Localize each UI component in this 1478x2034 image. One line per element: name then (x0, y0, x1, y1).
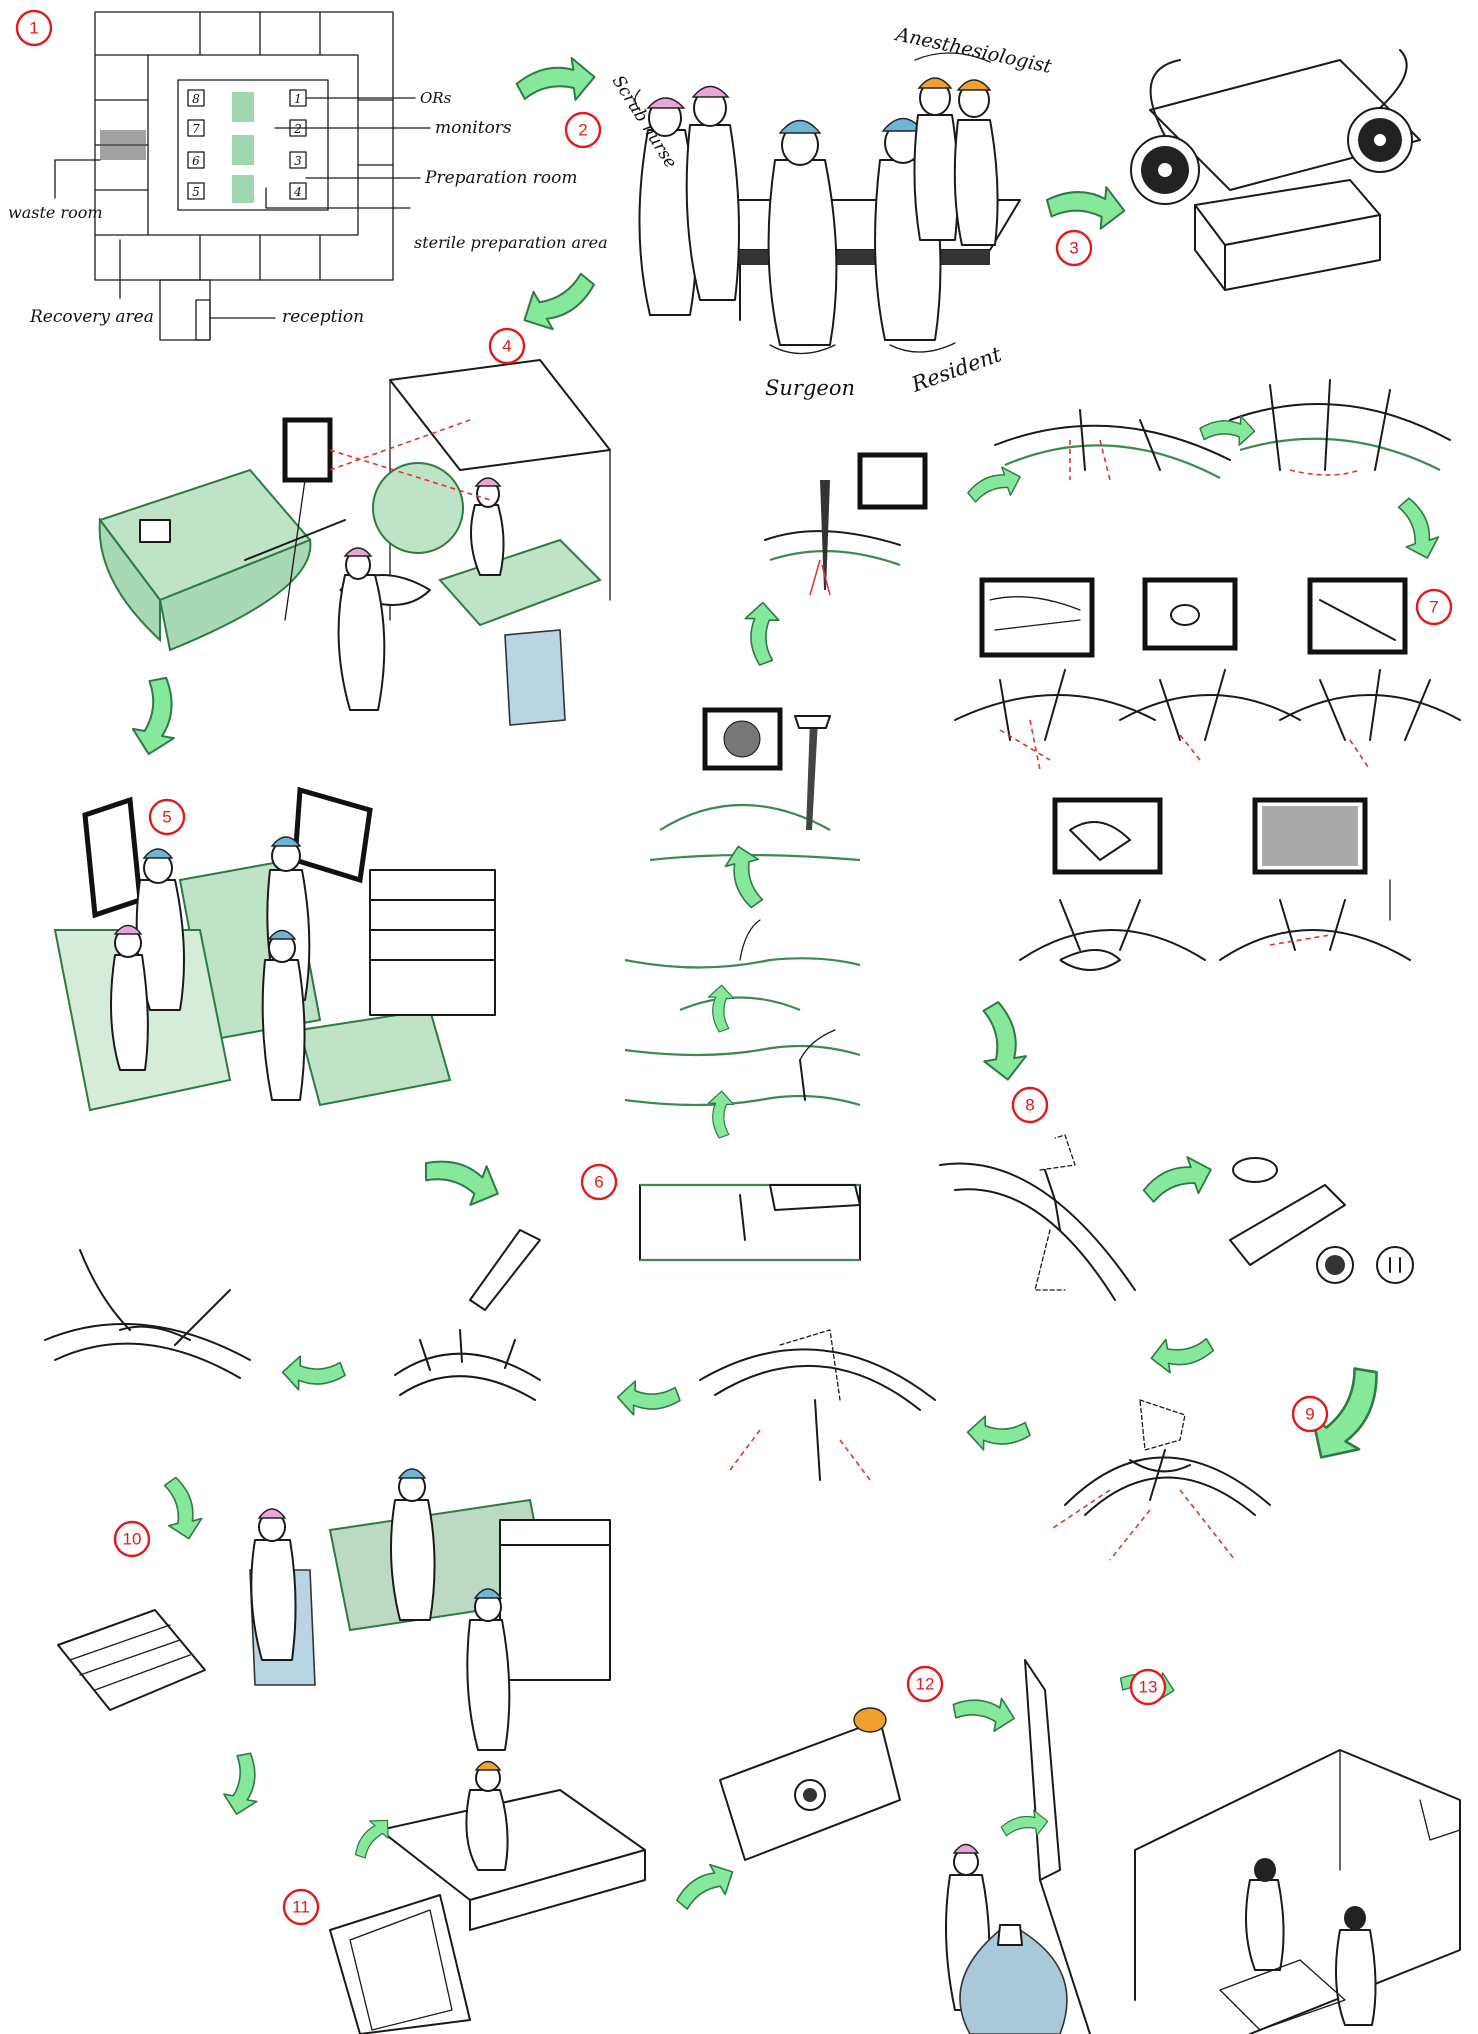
label-reception: reception (282, 307, 364, 327)
step-marker-2: 2 (564, 111, 602, 149)
label-anesthesiologist: Anesthesiologist (892, 23, 1054, 78)
flow-arrow-icon (128, 672, 185, 759)
step-markers: 1 2 3 4 5 6 7 8 9 10 11 12 13 (15, 9, 1453, 1926)
svg-text:4: 4 (502, 337, 511, 356)
label-ors: ORs (420, 89, 452, 107)
draping-sketch (53, 786, 496, 1112)
label-resident: Resident (908, 342, 1006, 397)
step-marker-10: 10 (113, 1520, 151, 1558)
step-marker-4: 4 (488, 327, 526, 365)
flow-arrow-icon (513, 262, 604, 341)
flow-arrow-icon (707, 984, 735, 1033)
label-sterile-area: sterile preparation area (414, 233, 608, 252)
svg-text:11: 11 (292, 1898, 310, 1917)
step-marker-8: 8 (1011, 1086, 1049, 1124)
flow-arrow-icon (416, 1145, 507, 1214)
flow-arrow-icon (616, 1380, 681, 1416)
flow-arrow-icon (156, 1472, 207, 1544)
step-marker-7: 7 (1415, 588, 1453, 626)
label-monitors: monitors (435, 118, 512, 138)
step-marker-1: 1 (15, 9, 53, 47)
trocar-extraction-sketch (699, 1329, 1271, 1561)
closure-sketch (44, 1229, 611, 1751)
surgeon-figure (767, 119, 838, 346)
step-marker-9: 9 (1291, 1395, 1329, 1433)
flow-arrow-icon (707, 1090, 735, 1139)
label-preparation-room: Preparation room (424, 168, 577, 188)
flow-arrow-icon (973, 997, 1031, 1085)
step-marker-13: 13 (1129, 1668, 1167, 1706)
svg-text:12: 12 (916, 1675, 935, 1694)
room-number: 6 (192, 154, 200, 168)
flow-arrow-icon (744, 601, 780, 666)
svg-text:13: 13 (1139, 1678, 1158, 1697)
room-number: 1 (294, 92, 302, 106)
room-number: 8 (192, 92, 200, 106)
incision-layers-sketch (624, 452, 928, 1262)
room-number: 2 (293, 122, 302, 136)
step-marker-12: 12 (906, 1665, 944, 1703)
step-marker-11: 11 (282, 1888, 320, 1926)
flow-arrow-icon (962, 461, 1026, 510)
flow-arrow-icon (949, 1689, 1019, 1735)
trocar-removal-sketch (939, 1134, 1414, 1301)
flow-arrow-icon (966, 1415, 1031, 1451)
svg-text:2: 2 (578, 121, 587, 140)
flow-arrow-icon (668, 1855, 742, 1918)
room-number: 4 (293, 185, 302, 199)
floorplan-sketch: 8 7 6 5 1 2 3 4 ORs monitors Preparation… (8, 11, 608, 341)
laparoscopic-views-sketch (954, 379, 1461, 971)
scrub-nurse-figure-2 (685, 85, 740, 301)
flow-arrow-icon (1147, 1330, 1217, 1377)
flow-arrow-icon (1199, 415, 1256, 446)
flow-arrow-icon (720, 841, 771, 913)
label-surgeon: Surgeon (765, 376, 855, 400)
flow-arrow-icon (220, 1749, 266, 1819)
recovery-room-sketch (1134, 1749, 1461, 2034)
flow-arrow-icon (1390, 492, 1445, 565)
room-number: 7 (192, 122, 200, 136)
room-number: 5 (192, 185, 200, 199)
flow-arrow-icon (281, 1355, 346, 1391)
svg-text:7: 7 (1429, 598, 1438, 617)
recovery-bed-sketch (329, 1760, 646, 2034)
flow-arrow-icon (513, 54, 599, 109)
label-recovery-area: Recovery area (29, 307, 154, 327)
svg-text:8: 8 (1025, 1096, 1034, 1115)
anesthesiologist-figure (913, 77, 999, 246)
step-marker-3: 3 (1055, 229, 1093, 267)
svg-text:1: 1 (29, 19, 38, 38)
svg-text:3: 3 (1069, 239, 1078, 258)
flow-arrow-icon (1137, 1150, 1218, 1212)
or-table-lights-sketch (1130, 49, 1421, 291)
room-number: 3 (294, 154, 302, 168)
svg-text:6: 6 (594, 1173, 603, 1192)
svg-text:10: 10 (123, 1530, 142, 1549)
svg-text:5: 5 (162, 808, 171, 827)
or-setup-sketch (98, 359, 611, 726)
scrub-nurse-figure (638, 97, 698, 316)
flow-arrow-icon (1043, 181, 1128, 232)
transfer-sketch (719, 1659, 1091, 2034)
step-marker-5: 5 (148, 798, 186, 836)
svg-text:9: 9 (1305, 1405, 1314, 1424)
step-marker-6: 6 (580, 1163, 618, 1201)
surgical-team-sketch: Scrub nurse Anesthesiologist Surgeon Res… (608, 23, 1054, 400)
label-waste-room: waste room (8, 203, 103, 222)
